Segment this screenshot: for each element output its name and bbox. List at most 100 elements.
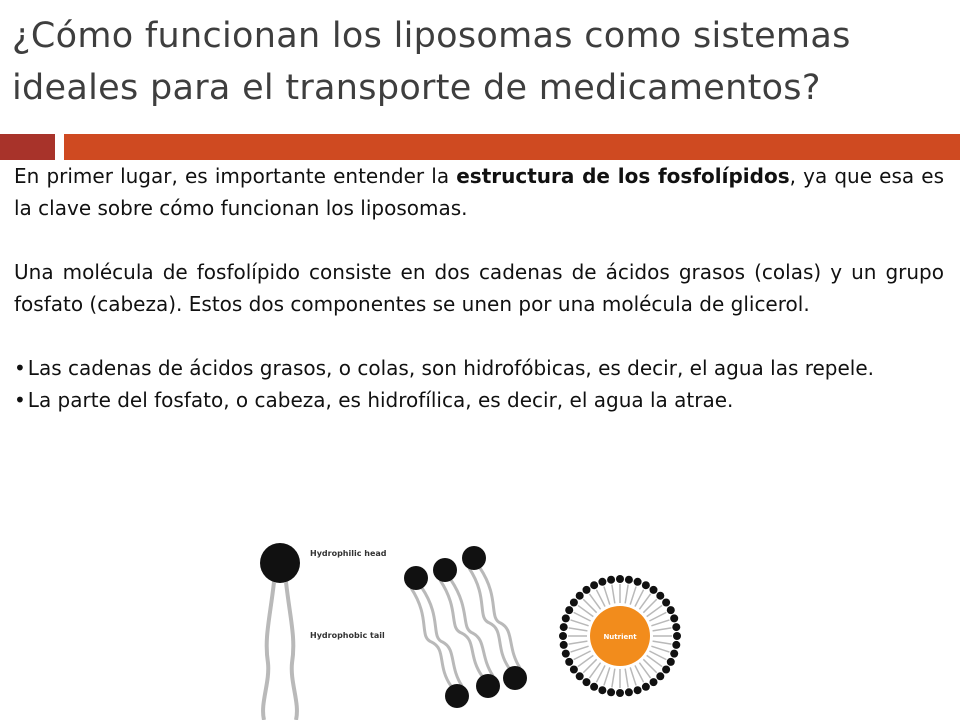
micelle-head xyxy=(569,598,578,607)
micelle-head xyxy=(624,688,633,697)
micelle-tail xyxy=(603,667,611,686)
micelle-tail xyxy=(611,584,616,604)
micelle-head xyxy=(561,614,570,623)
micelle-head xyxy=(670,614,679,623)
phospholipid-head xyxy=(260,543,300,583)
bullet-item-head: •La parte del fosfato, o cabeza, es hidr… xyxy=(14,384,944,416)
micelle-tail xyxy=(568,640,588,645)
nutrient-core xyxy=(590,606,650,666)
bullet-item-tails: •Las cadenas de ácidos grasos, o colas, … xyxy=(14,352,944,384)
intro-paragraph: En primer lugar, es importante entender … xyxy=(14,160,944,224)
bilayer-head xyxy=(404,566,428,590)
micelle-tail xyxy=(577,654,594,668)
bilayer-head xyxy=(445,684,469,708)
micelle-tail xyxy=(611,668,616,688)
micelle: Nutrient xyxy=(559,575,681,697)
micelle-head xyxy=(672,623,681,632)
phospholipid-illustration: Hydrophilic head Hydrophobic tail Nutrie… xyxy=(260,543,681,720)
title-divider-right xyxy=(64,134,960,160)
micelle-tail xyxy=(624,584,629,604)
bilayer-tail xyxy=(467,567,511,669)
hydrophobic-tail-label: Hydrophobic tail xyxy=(310,631,385,640)
micelle-head xyxy=(559,640,568,649)
phospholipid-figure: Hydrophilic head Hydrophobic tail Nutrie… xyxy=(250,538,700,720)
micelle-head xyxy=(607,575,616,584)
bullet-text-tails: Las cadenas de ácidos grasos, o colas, s… xyxy=(27,356,875,380)
micelle-head xyxy=(662,598,671,607)
micelle-tail xyxy=(646,604,663,618)
micelle-tail xyxy=(651,645,670,653)
micelle-head xyxy=(565,657,574,666)
micelle-tail xyxy=(649,611,667,622)
single-phospholipid: Hydrophilic head Hydrophobic tail xyxy=(260,543,387,720)
micelle-tail xyxy=(634,665,645,683)
micelle-tail xyxy=(570,645,589,653)
bilayer-head xyxy=(462,546,486,570)
micelle-head xyxy=(673,632,681,640)
lipid-bilayer xyxy=(404,546,527,708)
micelle-head xyxy=(616,689,624,697)
bilayer-tail xyxy=(438,579,484,677)
micelle-tail xyxy=(651,619,670,627)
micelle-head xyxy=(633,577,642,586)
micelle-head xyxy=(656,591,665,600)
micelle-head xyxy=(616,575,624,583)
hydrophilic-head-label: Hydrophilic head xyxy=(310,549,387,558)
micelle-tail xyxy=(595,589,606,607)
micelle-tail xyxy=(603,586,611,605)
micelle-tail xyxy=(638,662,652,679)
micelle-head xyxy=(641,581,650,590)
micelle-tail xyxy=(582,598,598,614)
micelle-head xyxy=(662,665,671,674)
title-divider-left xyxy=(0,134,55,160)
micelle-head xyxy=(559,623,568,632)
intro-bold-term: estructura de los fosfolípidos xyxy=(456,164,790,188)
micelle-head xyxy=(598,686,607,695)
intro-text-after: , ya que esa es la clave sobre cómo func… xyxy=(14,164,944,220)
micelle-tail xyxy=(649,650,667,661)
micelle-head xyxy=(561,649,570,658)
micelle-head xyxy=(590,682,599,691)
micelle-head xyxy=(575,672,584,681)
bilayer-head xyxy=(476,674,500,698)
micelle-tail xyxy=(624,668,629,688)
micelle-tail xyxy=(634,589,645,607)
micelle-tail xyxy=(638,593,652,610)
micelle-tail xyxy=(568,627,588,632)
micelle-tail xyxy=(588,593,602,610)
bullet-marker: • xyxy=(14,356,26,380)
micelle-tail xyxy=(629,586,637,605)
micelle-tail xyxy=(642,598,658,614)
micelle-head xyxy=(569,665,578,674)
bilayer-head xyxy=(503,666,527,690)
micelle-head xyxy=(656,672,665,681)
nutrient-label: Nutrient xyxy=(603,633,637,641)
bilayer-tail xyxy=(409,587,453,687)
micelle-tail xyxy=(588,662,602,679)
micelle-head xyxy=(582,585,591,594)
slide-title: ¿Cómo funcionan los liposomas como siste… xyxy=(12,16,851,108)
micelle-head xyxy=(624,575,633,584)
micelle-head xyxy=(565,606,574,615)
micelle-tail xyxy=(629,667,637,686)
micelle-head xyxy=(559,632,567,640)
bullet-text-head: La parte del fosfato, o cabeza, es hidro… xyxy=(27,388,734,412)
bilayer-tail xyxy=(420,587,464,687)
micelle-tail xyxy=(582,658,598,674)
micelle-head xyxy=(633,686,642,695)
micelle-head xyxy=(666,657,675,666)
micelle-tail xyxy=(642,658,658,674)
micelle-tail xyxy=(577,604,594,618)
micelle-head xyxy=(649,678,658,687)
micelle-tail xyxy=(570,619,589,627)
micelle-head xyxy=(672,640,681,649)
phospholipid-tail xyxy=(261,581,276,720)
micelle-tail xyxy=(652,627,672,632)
bilayer-tail xyxy=(478,567,522,669)
micelle-tail xyxy=(573,650,591,661)
micelle-head xyxy=(641,682,650,691)
micelle-head xyxy=(607,688,616,697)
micelle-tail xyxy=(595,665,606,683)
micelle-tail xyxy=(652,640,672,645)
micelle-head xyxy=(670,649,679,658)
